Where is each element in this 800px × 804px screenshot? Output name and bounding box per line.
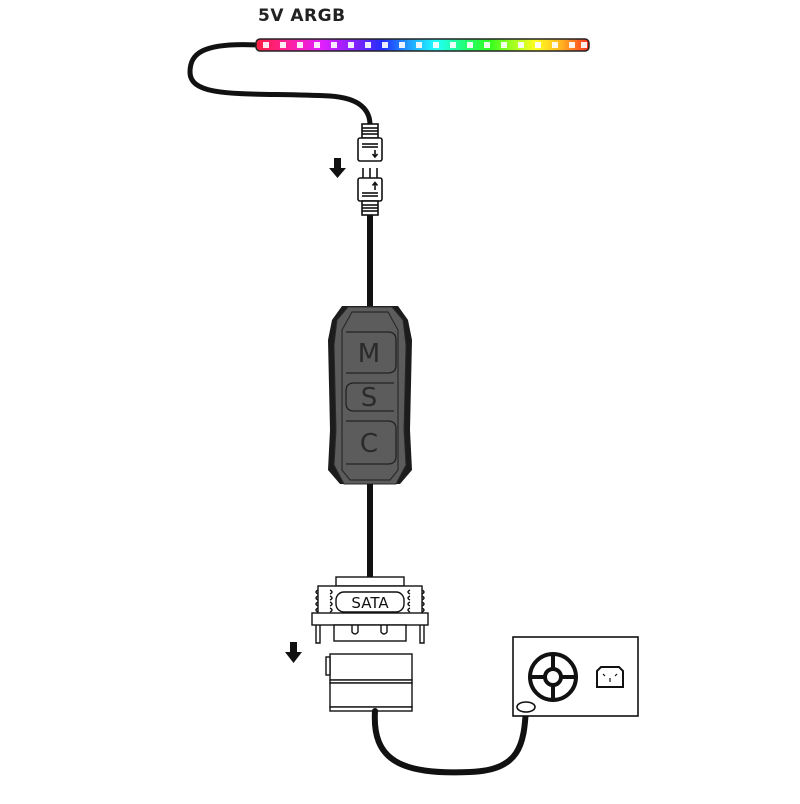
mode-button[interactable]: M (346, 331, 397, 374)
arrow-down-small-icon (371, 150, 379, 159)
color-button[interactable]: C (346, 420, 397, 465)
fan-icon (528, 652, 578, 702)
controller: M S C (328, 306, 412, 485)
argb-female-connector (357, 123, 383, 162)
sata-connector: SATA (311, 576, 429, 644)
sata-label: SATA (351, 594, 389, 612)
power-supply (512, 636, 639, 717)
cable-grommet (516, 701, 536, 713)
arrow-up-small-icon (371, 181, 379, 190)
led-strip (255, 38, 590, 52)
power-socket-icon (596, 666, 624, 688)
psu-cable (371, 705, 529, 776)
argb-male-connector (357, 168, 383, 216)
speed-button[interactable]: S (345, 382, 394, 413)
sata-arrow-down-icon (285, 642, 302, 663)
arrow-down-icon (329, 158, 346, 178)
color-button-label: C (360, 429, 378, 459)
mode-button-label: M (358, 339, 380, 369)
speed-button-label: S (361, 383, 378, 413)
strip-label: 5V ARGB (258, 6, 346, 26)
strip-cable (187, 42, 373, 128)
psu-sata-socket (325, 653, 413, 712)
